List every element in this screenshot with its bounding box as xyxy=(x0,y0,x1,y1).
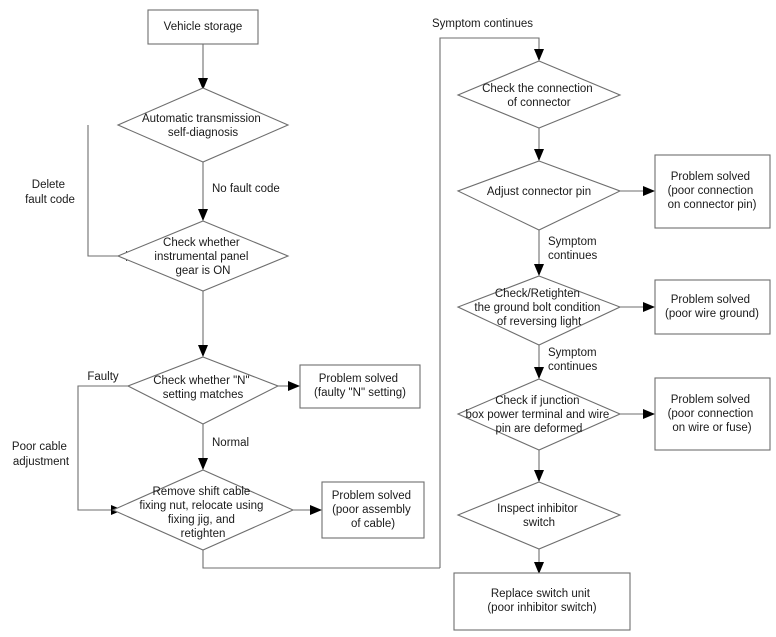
inspect-inhibitor-switch-diamond[interactable] xyxy=(456,481,622,550)
solved-poor-assembly-box[interactable] xyxy=(321,481,425,539)
solved-faulty-n-label: Problem solved (faulty "N" setting) xyxy=(314,373,406,399)
arrowhead-panel-to-nsetting xyxy=(198,345,208,357)
arrowhead-junctionbox-to-solved xyxy=(643,409,655,419)
vehicle-storage-box[interactable] xyxy=(147,9,259,45)
arrowhead-diagnosis-to-panel xyxy=(198,209,208,221)
arrowhead-storage-to-diagnosis xyxy=(198,78,208,90)
arrowhead-groundbolt-to-solved xyxy=(643,302,655,312)
node-check-instrumental-panel[interactable]: Check whether instrumental panel gear is… xyxy=(116,220,290,292)
solved-faulty-n-box[interactable] xyxy=(299,364,421,409)
adjust-connector-pin-diamond[interactable] xyxy=(456,160,622,231)
edge-label-no-fault-code: No fault code xyxy=(212,183,280,195)
edge-label-symptom-continues-top: Symptom continues xyxy=(432,18,533,30)
arrowhead-inspect-to-replace xyxy=(534,562,544,574)
node-check-ground-bolt[interactable]: Check/Retighten the ground bolt conditio… xyxy=(456,275,622,346)
remove-shift-cable-diamond[interactable] xyxy=(111,469,295,551)
check-instrumental-panel-diamond[interactable] xyxy=(116,220,290,292)
edge-faulty-loop xyxy=(77,385,128,511)
node-solved-faulty-n[interactable]: Problem solved (faulty "N" setting) xyxy=(299,364,421,409)
solved-connector-pin-label: Problem solved (poor connection on conne… xyxy=(668,171,757,211)
auto-trans-self-diagnosis-diamond[interactable] xyxy=(116,87,290,163)
arrowhead-nsetting-to-solved xyxy=(288,381,300,391)
arrowhead-adjustpin-to-solved xyxy=(643,186,655,196)
edge-label-normal: Normal xyxy=(212,437,249,449)
adjust-connector-pin-label: Adjust connector pin xyxy=(487,186,591,198)
replace-switch-unit-label: Replace switch unit (poor inhibitor swit… xyxy=(487,588,596,614)
edge-label-faulty: Faulty xyxy=(87,371,119,383)
check-instrumental-panel-label: Check whether instrumental panel gear is… xyxy=(154,237,251,277)
arrowhead-adjustpin-to-groundbolt xyxy=(534,264,544,276)
check-connection-connector-label: Check the connection of connector xyxy=(482,83,596,109)
solved-wire-ground-label: Problem solved (poor wire ground) xyxy=(665,294,759,320)
edge-label-poor-cable-adjustment: Poor cable adjustment xyxy=(12,441,70,468)
check-ground-bolt-diamond[interactable] xyxy=(456,275,622,346)
check-junction-box-diamond[interactable] xyxy=(456,378,622,451)
node-solved-connector-pin[interactable]: Problem solved (poor connection on conne… xyxy=(654,154,771,229)
arrowhead-remove-cable-to-solved xyxy=(310,505,322,515)
check-connection-connector-diamond[interactable] xyxy=(456,60,622,129)
check-junction-box-label: Check if junction box power terminal and… xyxy=(465,395,612,435)
node-inspect-inhibitor-switch[interactable]: Inspect inhibitor switch xyxy=(456,481,622,550)
auto-trans-self-diagnosis-label: Automatic transmission self-diagnosis xyxy=(142,113,264,139)
node-replace-switch-unit[interactable]: Replace switch unit (poor inhibitor swit… xyxy=(453,572,631,631)
node-remove-shift-cable[interactable]: Remove shift cable fixing nut, relocate … xyxy=(111,469,295,551)
edge-label-symptom-continues-2: Symptom continues xyxy=(548,347,600,373)
edge-delete-fault-code-loop xyxy=(87,125,128,257)
node-check-junction-box[interactable]: Check if junction box power terminal and… xyxy=(456,378,622,451)
edge-label-delete-fault-code: Delete fault code xyxy=(25,179,75,206)
check-n-setting-diamond[interactable] xyxy=(126,356,280,425)
inspect-inhibitor-switch-label: Inspect inhibitor switch xyxy=(497,503,581,529)
check-n-setting-label: Check whether "N" setting matches xyxy=(153,375,253,401)
node-check-n-setting[interactable]: Check whether "N" setting matches xyxy=(126,356,280,425)
edge-remove-cable-to-right-spine xyxy=(202,550,440,569)
edge-label-layer: Delete fault code No fault code Faulty N… xyxy=(12,18,600,468)
node-adjust-connector-pin[interactable]: Adjust connector pin xyxy=(456,160,622,231)
arrowhead-connector-to-adjustpin xyxy=(534,149,544,161)
remove-shift-cable-label: Remove shift cable fixing nut, relocate … xyxy=(139,486,266,540)
check-ground-bolt-label: Check/Retighten the ground bolt conditio… xyxy=(474,288,603,328)
replace-switch-unit-box[interactable] xyxy=(453,572,631,631)
solved-poor-assembly-label: Problem solved (poor assembly of cable) xyxy=(332,490,414,530)
node-solved-poor-assembly[interactable]: Problem solved (poor assembly of cable) xyxy=(321,481,425,539)
arrowhead-groundbolt-to-junctionbox xyxy=(534,367,544,379)
node-vehicle-storage[interactable]: Vehicle storage xyxy=(147,9,259,45)
node-solved-wire-ground[interactable]: Problem solved (poor wire ground) xyxy=(654,279,771,335)
vehicle-storage-label: Vehicle storage xyxy=(164,21,243,33)
node-solved-wire-or-fuse[interactable]: Problem solved (poor connection on wire … xyxy=(654,377,771,451)
edge-symptom-continues-spine xyxy=(439,37,540,568)
arrowhead-symptom-continues-spine xyxy=(534,49,544,61)
solved-connector-pin-box[interactable] xyxy=(654,154,771,229)
node-auto-trans-self-diagnosis[interactable]: Automatic transmission self-diagnosis xyxy=(116,87,290,163)
solved-wire-or-fuse-box[interactable] xyxy=(654,377,771,451)
solved-wire-ground-box[interactable] xyxy=(654,279,771,335)
node-check-connection-connector[interactable]: Check the connection of connector xyxy=(456,60,622,129)
solved-wire-or-fuse-label: Problem solved (poor connection on wire … xyxy=(668,394,757,434)
arrowhead-nsetting-to-remove-cable xyxy=(198,458,208,470)
arrowhead-junctionbox-to-inspect xyxy=(534,470,544,482)
edge-label-symptom-continues-1: Symptom continues xyxy=(548,236,600,262)
